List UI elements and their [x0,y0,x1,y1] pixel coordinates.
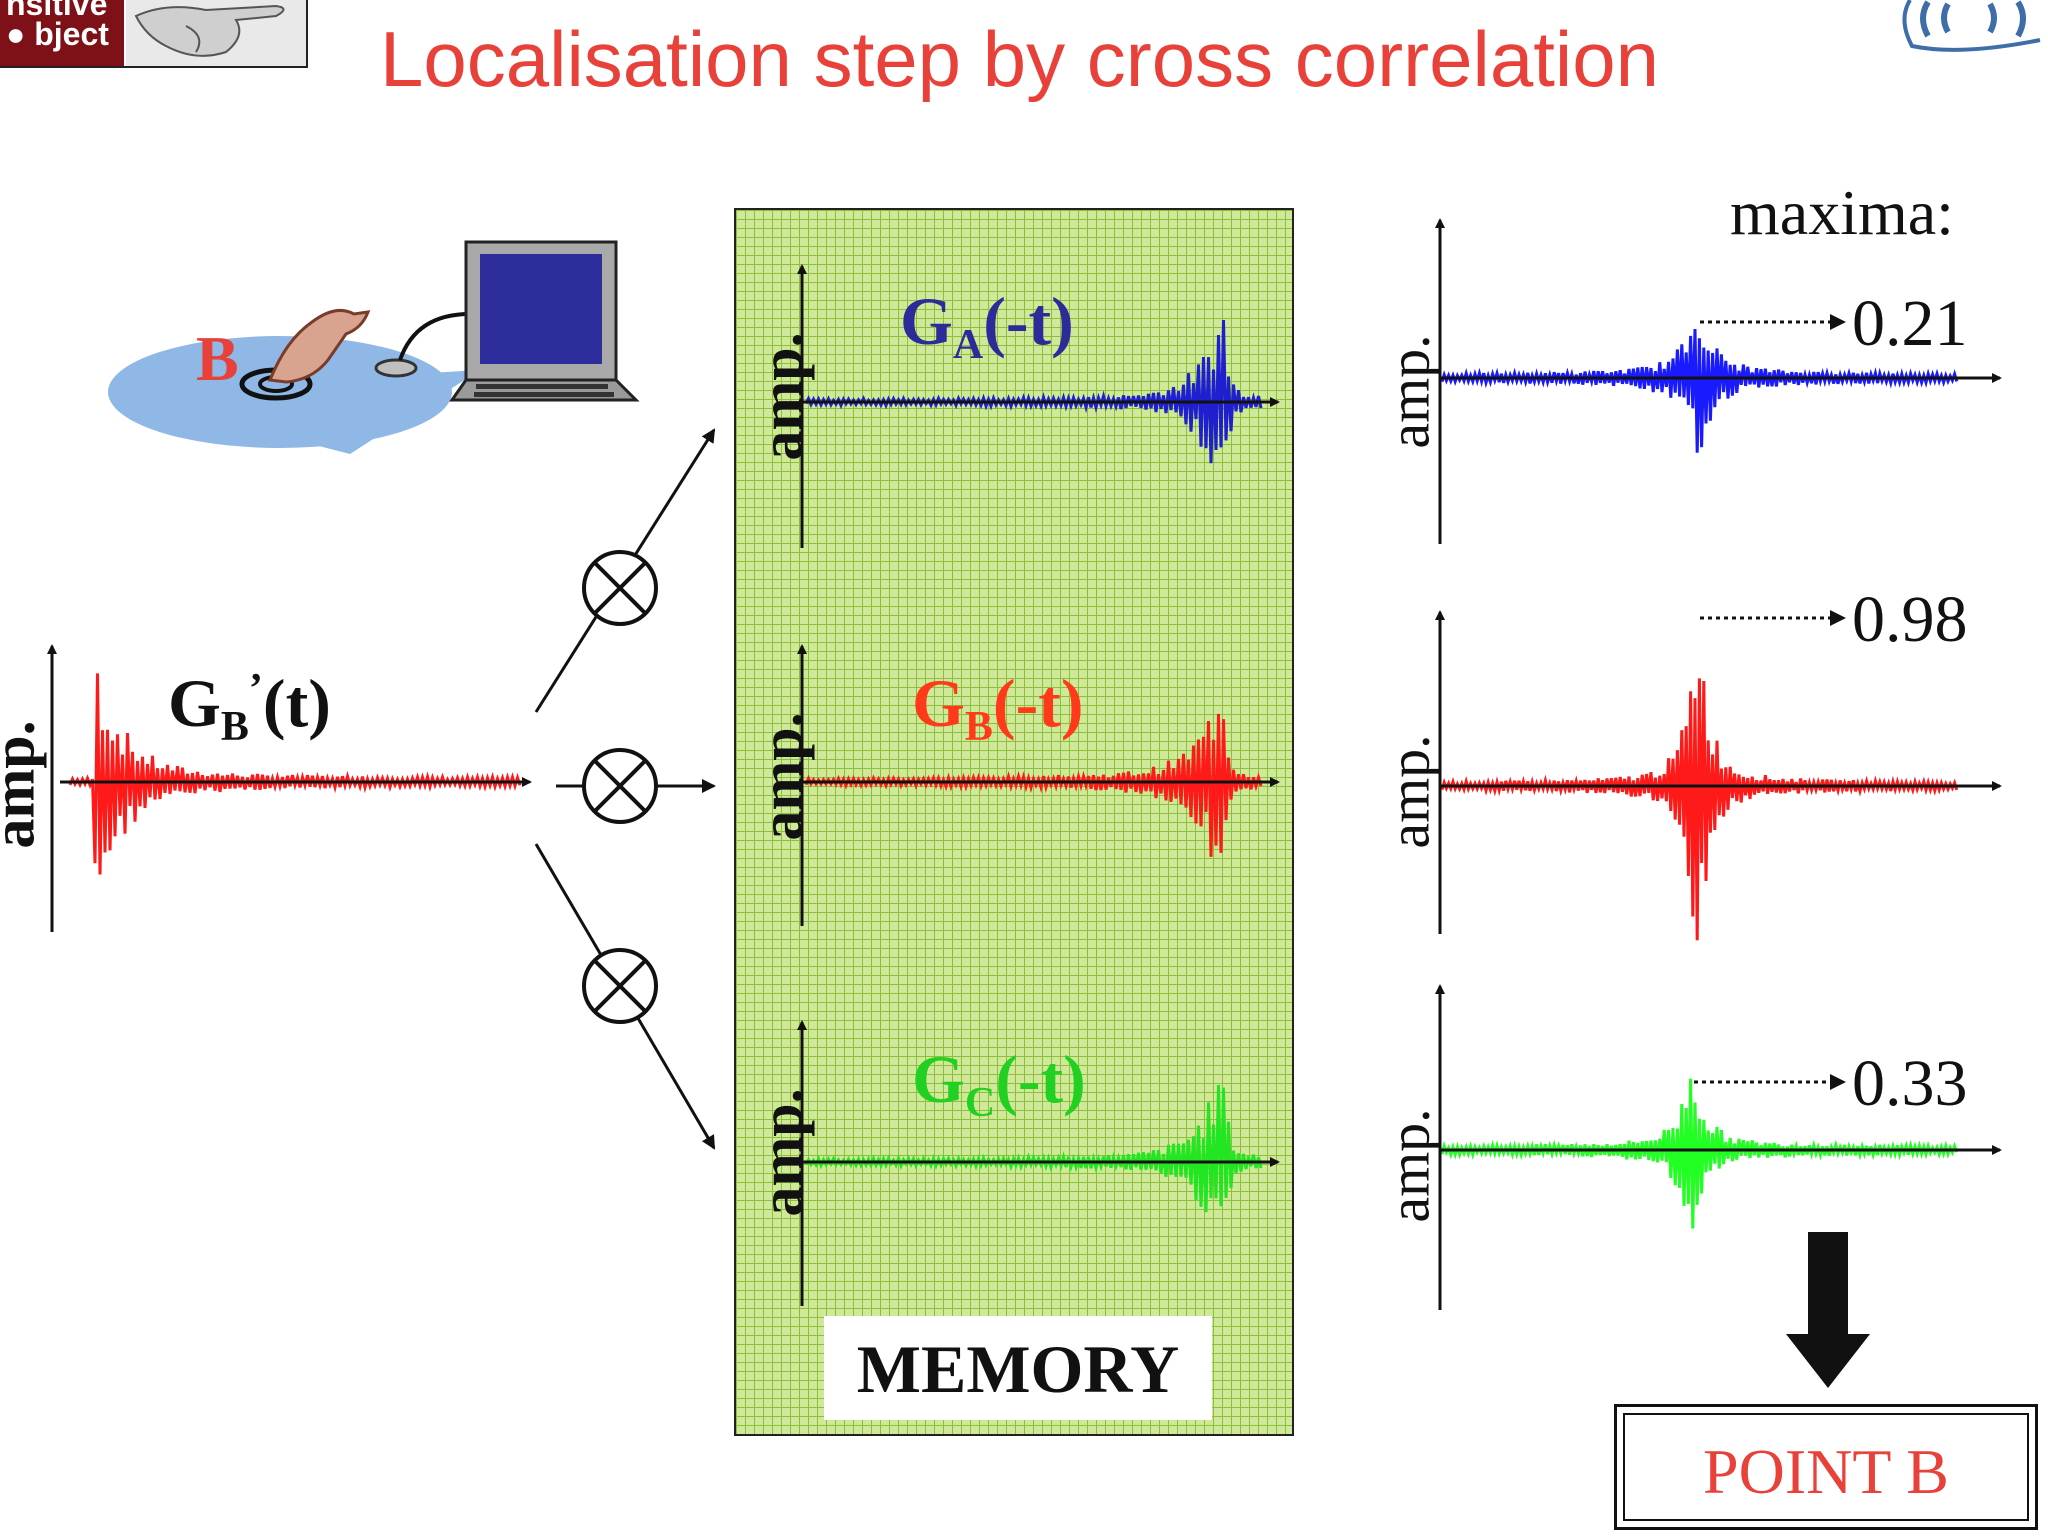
result-box: POINT B [1614,1404,2038,1530]
hand-image-icon [126,0,306,66]
memory-signal-label-b: GB(-t) [912,665,1084,750]
slide-title: Localisation step by cross correlation [380,15,1659,103]
memory-a-amp-label: amp. [748,332,815,461]
touch-setup-illustration [108,240,640,454]
memory-b-amp-label: amp. [748,712,815,841]
correlation-trace-1 [1440,678,1959,941]
multiply-icon-c [582,948,658,1024]
input-signal-trace [68,673,522,875]
logo: nsitive ● bject [0,0,308,68]
correlation-trace-0 [1440,328,1959,453]
memory-label-box [824,1316,1212,1420]
multiply-icon-b [582,748,658,824]
memory-label: MEMORY [856,1331,1180,1407]
result-c-amp-label: amp. [1376,1108,1442,1223]
result-label: POINT B [1703,1436,1949,1507]
logo-text-line2: ● bject [6,16,109,52]
finger-icon [267,308,371,384]
result-a-amp-label: amp. [1376,334,1442,449]
down-arrow-icon [1786,1232,1870,1388]
sensor-icon [374,358,418,378]
memory-c-amp-label: amp. [748,1088,815,1217]
wave-logo-icon [1902,0,2041,52]
logo-text-block: nsitive ● bject [0,0,124,66]
maxima-value-c: 0.33 [1852,1047,1968,1120]
input-amp-label: amp. [0,720,47,849]
maxima-heading: maxima: [1730,177,1954,248]
result-b-amp-label: amp. [1376,734,1442,849]
memory-signal-label-c: GC(-t) [912,1041,1086,1126]
point-label: B [196,323,239,394]
input-signal-label: GB’(t) [168,665,331,750]
maxima-value-a: 0.21 [1852,287,1968,360]
multiply-icon-a [582,550,658,626]
correlation-trace-2 [1440,1078,1959,1229]
memory-signal-label-a: GA(-t) [900,283,1074,368]
logo-text-line1: nsitive [6,0,108,22]
maxima-value-b: 0.98 [1852,583,1968,656]
